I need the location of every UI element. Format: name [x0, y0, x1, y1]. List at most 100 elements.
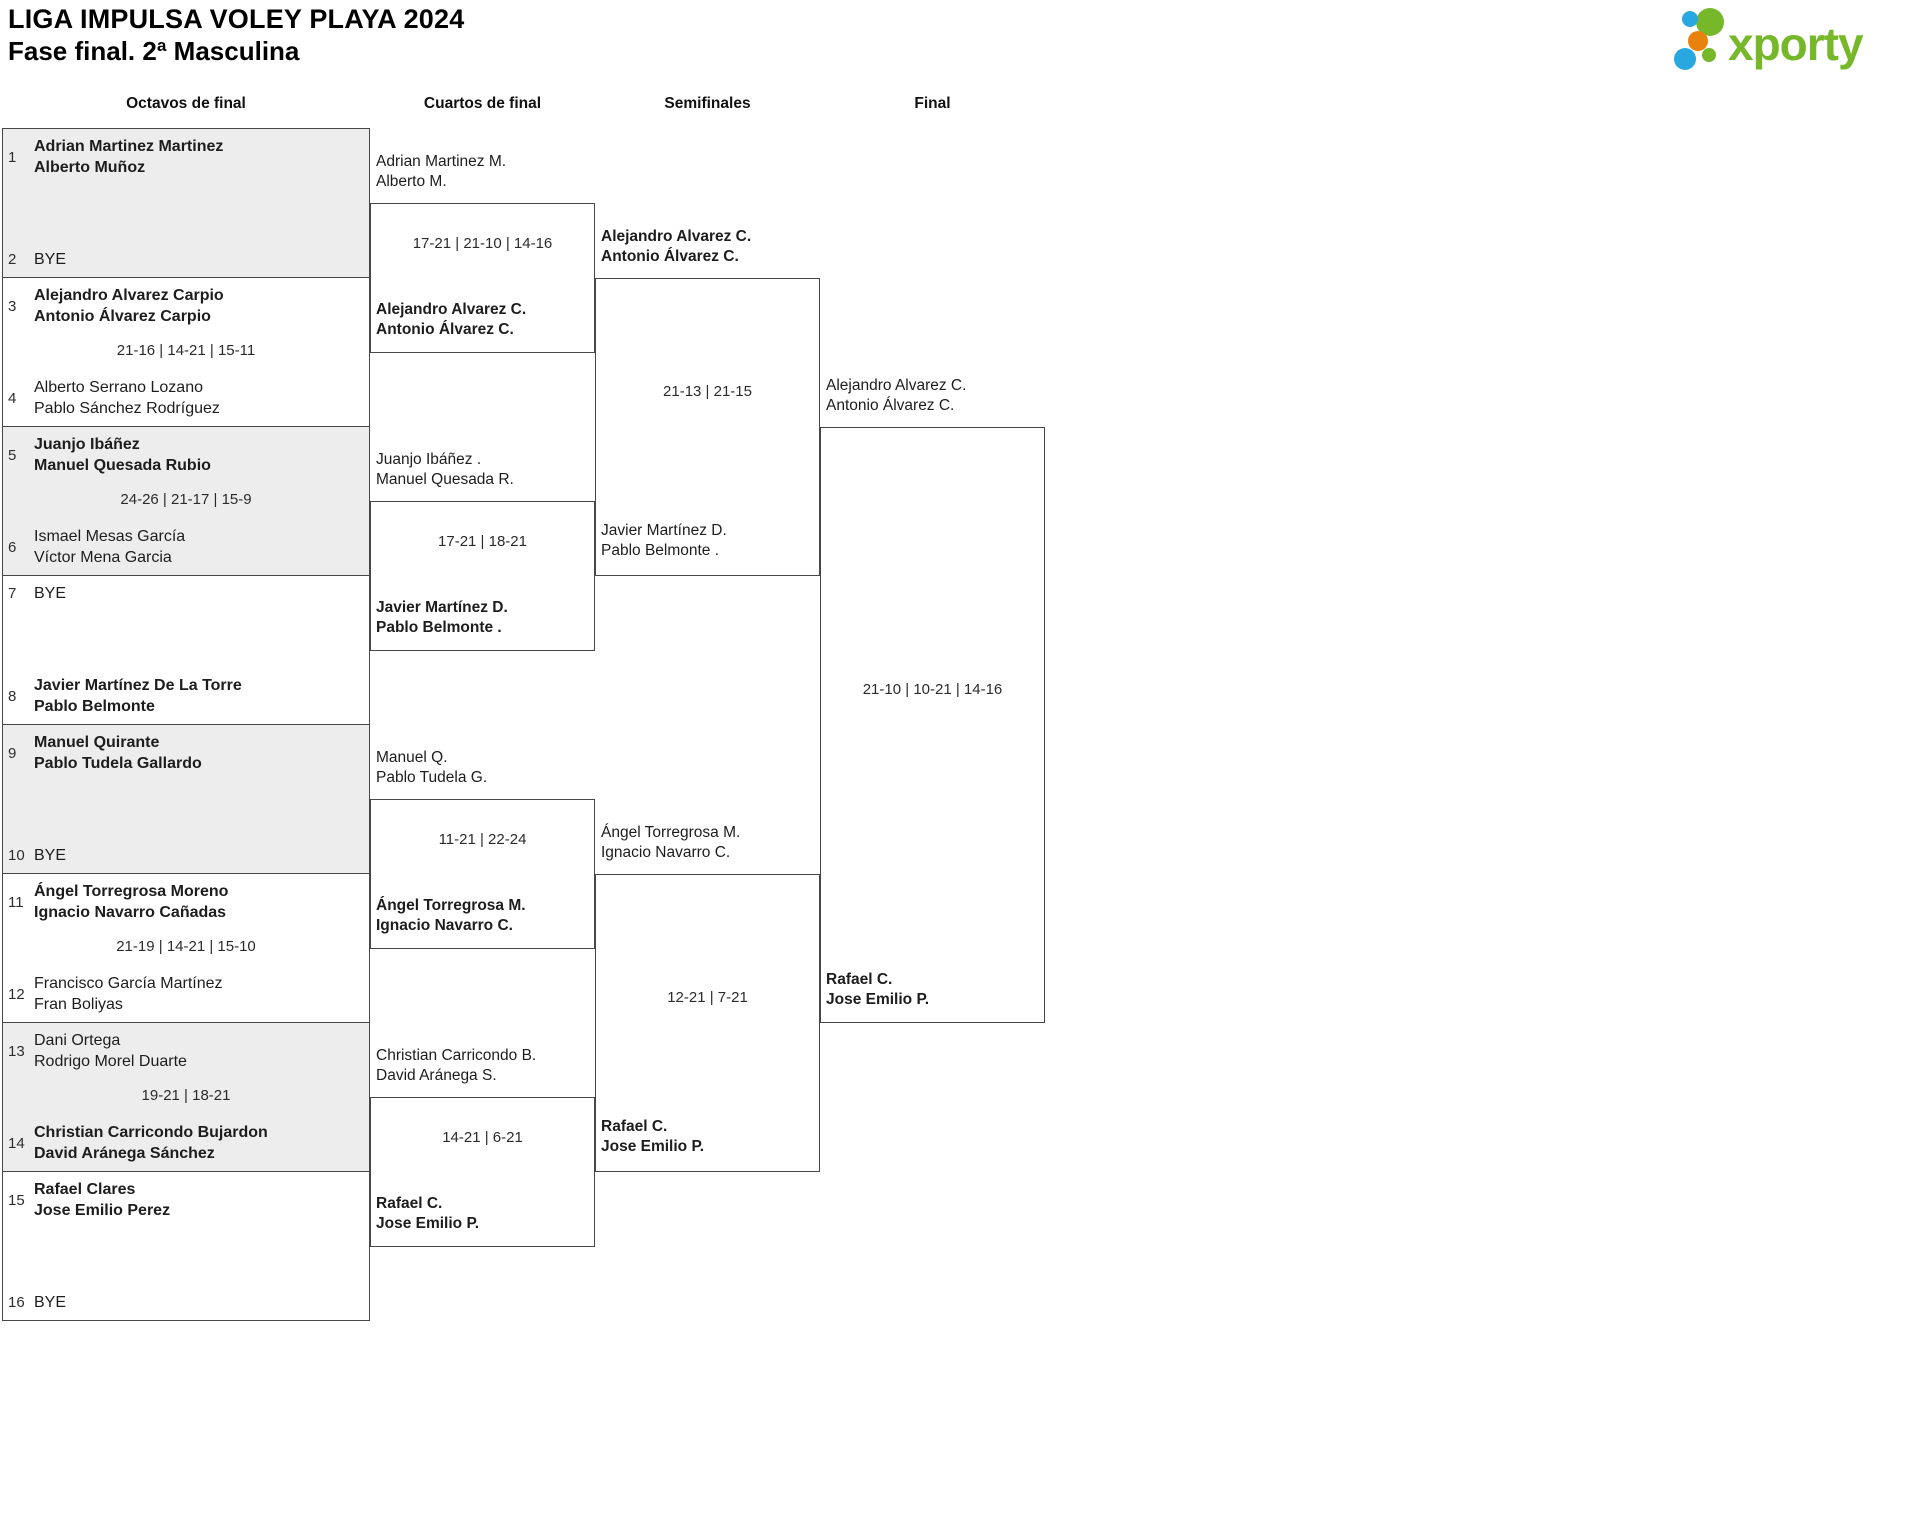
- xporty-logo[interactable]: xporty: [1664, 2, 1900, 74]
- team-label: Javier Martínez D.Pablo Belmonte .: [376, 599, 508, 636]
- seed-number: 8: [8, 687, 17, 705]
- seed-number: 5: [8, 446, 17, 464]
- team-name-line: Juanjo Ibáñez: [34, 436, 140, 453]
- team-slot: 2 BYE: [8, 249, 365, 270]
- match-score: 17-21 | 21-10 | 14-16: [412, 235, 553, 252]
- team-label: Ángel Torregrosa M.Ignacio Navarro C.: [376, 897, 526, 934]
- team-slot: 7 BYE: [8, 583, 365, 604]
- team-label: Javier Martínez D.Pablo Belmonte .: [601, 522, 727, 559]
- team-name-line: Pablo Sánchez Rodríguez: [34, 400, 220, 417]
- match-score: 21-10 | 10-21 | 14-16: [862, 681, 1003, 698]
- team-name-line: Christian Carricondo Bujardon: [34, 1124, 268, 1141]
- logo-dot-green-large: [1696, 8, 1724, 36]
- team-name-line: Manuel Quesada Rubio: [34, 457, 211, 474]
- team-name-line: Dani Ortega: [34, 1032, 121, 1049]
- team-name-line: BYE: [34, 251, 67, 268]
- team-label: Alejandro Alvarez C.Antonio Álvarez C.: [601, 228, 752, 265]
- seed-number: 16: [8, 1294, 25, 1311]
- match-quarterfinal-2: [370, 501, 595, 651]
- seed-number: 12: [8, 985, 25, 1003]
- seed-number: 11: [8, 893, 24, 911]
- team-label: Christian Carricondo B.David Aránega S.: [376, 1047, 537, 1084]
- team-name-line: Rafael Clares: [34, 1181, 136, 1198]
- match-score: 21-16 | 14-21 | 15-11: [116, 342, 256, 359]
- seed-number: 13: [8, 1042, 25, 1060]
- team-name-line: Alejandro Alvarez Carpio: [34, 287, 224, 304]
- team-name-line: Alberto Serrano Lozano: [34, 379, 203, 396]
- seed-number: 10: [8, 847, 25, 864]
- team-name-line: Javier Martínez De La Torre: [34, 677, 242, 694]
- match-score: 24-26 | 21-17 | 15-9: [120, 491, 252, 508]
- team-label: Rafael C.Jose Emilio P.: [376, 1195, 480, 1232]
- team-name-line: BYE: [34, 1294, 67, 1311]
- match-quarterfinal-3: [370, 799, 595, 949]
- team-name-line: BYE: [34, 847, 67, 864]
- team-name-line: Fran Boliyas: [34, 996, 123, 1013]
- match-semifinal-1: [595, 278, 820, 576]
- team-label: Rafael C.Jose Emilio P.: [601, 1118, 705, 1155]
- page-subtitle: Fase final. 2ª Masculina: [8, 36, 300, 66]
- column-header-octavos: Octavos de final: [126, 95, 246, 112]
- team-name-line: Antonio Álvarez Carpio: [34, 308, 211, 325]
- team-label: Alejandro Alvarez C.Antonio Álvarez C.: [376, 301, 527, 338]
- team-name-line: Adrian Martinez Martinez: [34, 138, 224, 155]
- team-name-line: Ignacio Navarro Cañadas: [34, 904, 227, 921]
- team-label: Adrian Martinez M.Alberto M.: [376, 153, 507, 190]
- match-quarterfinal-4: [370, 1097, 595, 1247]
- match-score: 21-13 | 21-15: [663, 383, 752, 400]
- match-semifinal-2: [595, 874, 820, 1172]
- team-name-line: Víctor Mena Garcia: [34, 549, 172, 566]
- match-score: 19-21 | 18-21: [141, 1087, 231, 1104]
- team-name-line: Francisco García Martínez: [34, 975, 223, 992]
- match-score: 17-21 | 18-21: [438, 533, 527, 550]
- team-name-line: Manuel Quirante: [34, 734, 160, 751]
- team-name-line: Ángel Torregrosa Moreno: [34, 883, 229, 900]
- match-score: 21-19 | 14-21 | 15-10: [116, 938, 256, 955]
- column-header-cuartos: Cuartos de final: [423, 95, 542, 112]
- column-header-final: Final: [914, 95, 951, 112]
- team-label: Ángel Torregrosa M.Ignacio Navarro C.: [601, 824, 741, 861]
- seed-number: 7: [8, 585, 17, 602]
- logo-dot-blue-large: [1674, 48, 1696, 70]
- team-name-line: David Aránega Sánchez: [34, 1145, 215, 1162]
- page-title: LIGA IMPULSA VOLEY PLAYA 2024: [8, 4, 465, 34]
- logo-dot-blue-small: [1682, 11, 1698, 27]
- team-name-line: Jose Emilio Perez: [34, 1202, 171, 1219]
- team-label: Manuel Q.Pablo Tudela G.: [376, 749, 488, 786]
- match-score: 12-21 | 7-21: [667, 989, 748, 1006]
- team-name-line: BYE: [34, 585, 67, 602]
- match-score: 14-21 | 6-21: [442, 1129, 523, 1146]
- match-quarterfinal-1: [370, 203, 595, 353]
- team-label: Juanjo Ibáñez .Manuel Quesada R.: [376, 451, 514, 488]
- match-score: 11-21 | 22-24: [438, 831, 527, 848]
- team-name-line: Pablo Tudela Gallardo: [34, 755, 202, 772]
- seed-number: 9: [8, 744, 17, 762]
- seed-number: 6: [8, 538, 17, 556]
- team-label: Rafael C.Jose Emilio P.: [826, 971, 930, 1008]
- logo-dot-orange: [1688, 31, 1708, 51]
- seed-number: 3: [8, 297, 17, 315]
- seed-number: 2: [8, 251, 17, 268]
- seed-number: 1: [8, 148, 17, 166]
- team-name-line: Alberto Muñoz: [34, 159, 146, 176]
- match-final: [820, 427, 1045, 1023]
- team-name-line: Pablo Belmonte: [34, 698, 155, 715]
- team-label: Alejandro Alvarez C.Antonio Álvarez C.: [826, 377, 967, 414]
